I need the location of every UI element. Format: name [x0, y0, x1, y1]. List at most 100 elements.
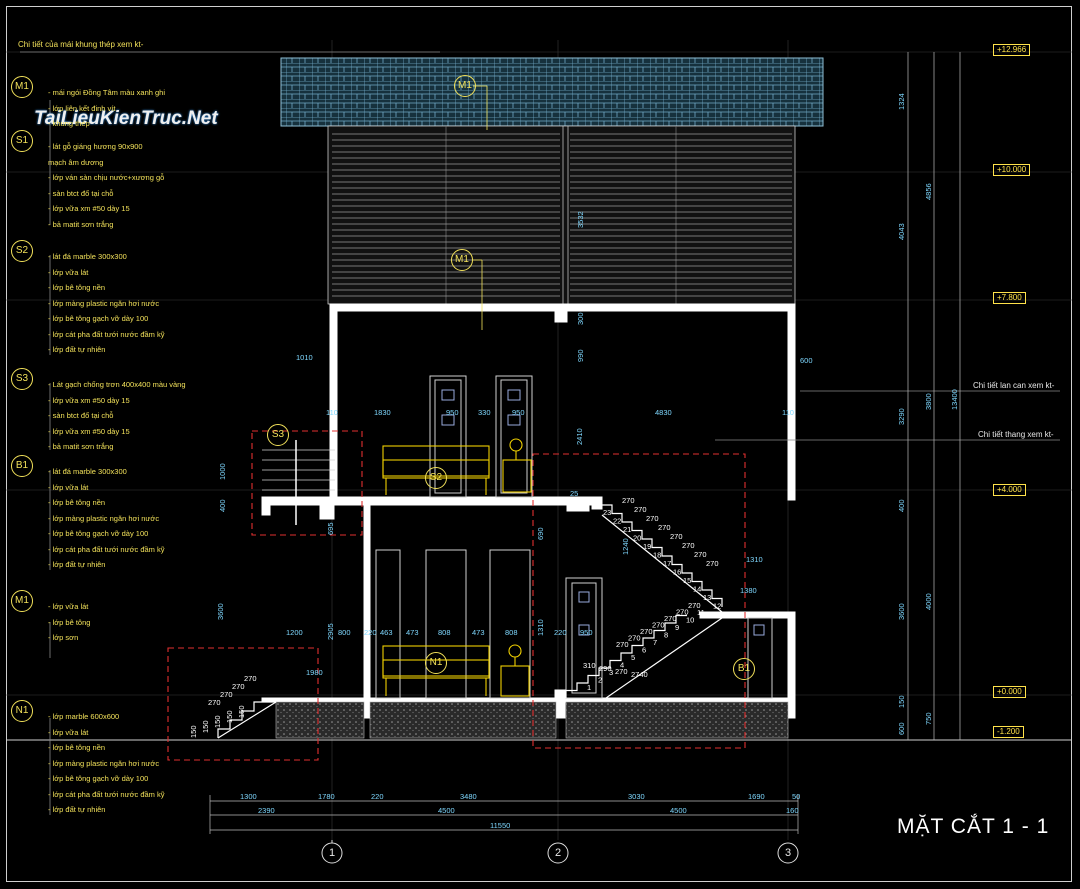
- stair-step-number: 5: [631, 653, 635, 662]
- stair-step-number: 11: [697, 608, 705, 617]
- upper-dimension: 110: [782, 408, 794, 417]
- grid-axis-1: 1: [329, 847, 336, 859]
- grid-axis-2: 2: [555, 847, 562, 859]
- stair-step-number: 3: [609, 668, 613, 677]
- section-tag-ground-room: N1: [425, 652, 447, 674]
- layer-line: - lát đá marble 300x300: [48, 467, 127, 476]
- right-dimension-lines: [907, 52, 961, 740]
- stair-step-number: 12: [713, 602, 721, 611]
- ground-fill-mid: [369, 701, 557, 739]
- stair-step-number: 9: [675, 623, 679, 632]
- slab-beam-1: [319, 504, 335, 520]
- stair-step-number: 20: [633, 534, 641, 543]
- stair-step-number: 1: [587, 683, 591, 692]
- floor-slab-right: [591, 496, 603, 510]
- entry-stair-profile: [217, 701, 276, 738]
- bottom-dimension: 3480: [460, 792, 477, 801]
- section-tag-wall: M1: [451, 249, 473, 271]
- left-dimension: 400: [218, 499, 227, 512]
- stair-step-dimension: 270: [694, 550, 707, 559]
- layer-line: - bả matit sơn trắng: [48, 442, 114, 451]
- layer-line: - lớp bê tông gạch vỡ dày 100: [48, 314, 149, 323]
- upper-dimension: 1010: [296, 353, 313, 362]
- stair-step-dimension: 310: [583, 661, 596, 670]
- grid-axis-3: 3: [785, 847, 792, 859]
- layer-line: - sàn btct đổ tại chỗ: [48, 188, 114, 198]
- layer-line: - lớp màng plastic ngăn hơi nước: [48, 758, 160, 768]
- layer-line: - Lát gạch chống trơn 400x400 màu vàng: [48, 380, 186, 389]
- stair-step-dimension: 270: [676, 608, 689, 617]
- right-total-dimension: 13400: [950, 389, 959, 410]
- layer-line: - lớp liên kết đinh vít: [48, 103, 116, 113]
- ground-fill-right: [565, 701, 789, 739]
- ground-slab: [261, 697, 796, 703]
- bottom-dimension: 160: [786, 806, 799, 815]
- layer-line: - lớp vữa xm #50 dày 15: [48, 395, 130, 405]
- level-marker: +4.000: [993, 484, 1026, 496]
- layer-tag-m1: M1: [11, 76, 33, 98]
- drawing-frame: [6, 6, 1072, 882]
- ground-dimension: 473: [472, 628, 485, 637]
- ground-dimension: 1980: [306, 668, 323, 677]
- upper-dimension: 3532: [576, 211, 585, 228]
- layer-line: - lớp bê tông nền: [48, 743, 106, 752]
- slab-beam-2: [566, 496, 590, 512]
- mid-column-top: [554, 303, 568, 323]
- entry-riser-dimension: 150: [201, 720, 210, 733]
- entry-step-dimension: 270: [244, 674, 257, 683]
- ground-dimension: 2905: [326, 623, 335, 640]
- right-upper-wall: [787, 303, 796, 501]
- bottom-dimension: 50: [792, 792, 800, 801]
- stair-step-dimension: 290: [599, 664, 612, 673]
- stair-step-number: 21: [623, 525, 631, 534]
- detail-callouts: [167, 430, 746, 761]
- layer-line: - lớp cát pha đất tưới nước đầm kỹ: [48, 544, 165, 554]
- stair-step-number: 2: [598, 676, 602, 685]
- layer-line: - lớp bê tông: [48, 617, 91, 627]
- ground-dimension: 690: [536, 527, 545, 540]
- layer-line: - lớp màng plastic ngăn hơi nước: [48, 298, 160, 308]
- stair-step-dimension: 270: [615, 667, 628, 676]
- stair-step-dimension: 270: [670, 532, 683, 541]
- roof-note: Chi tiết của mái khung thép xem kt-: [18, 40, 144, 49]
- upper-dimension: 110: [326, 408, 338, 417]
- level-marker: +10.000: [993, 164, 1031, 176]
- stair-step-dimension: 270: [706, 559, 719, 568]
- stair-step-number: 19: [643, 542, 651, 551]
- layer-line: - lớp đất tự nhiên: [48, 805, 106, 814]
- stair-step-number: 6: [642, 646, 646, 655]
- left-lower-wall: [363, 504, 371, 719]
- stair-step-number: 4: [620, 661, 624, 670]
- bottom-dimension: 220: [371, 792, 384, 801]
- layer-tag-b1: B1: [11, 455, 33, 477]
- ground-dimension: 473: [406, 628, 419, 637]
- stair-step-number: 22: [613, 517, 621, 526]
- ground-doors: [375, 549, 773, 699]
- right-dimension: 3290: [897, 408, 906, 425]
- bottom-total-dimension: 11550: [490, 821, 510, 830]
- ground-dimension: 1310: [746, 555, 763, 564]
- layer-line: - khung thép: [48, 119, 90, 128]
- entry-riser-dimension: 150: [189, 725, 198, 738]
- watermark-logo: TaiLieuKienTruc.Net: [34, 108, 218, 129]
- layer-tag-m1: M1: [11, 590, 33, 612]
- stair-step-number: 14: [693, 585, 701, 594]
- ground-dimension: 1310: [536, 619, 545, 636]
- entry-steps: [217, 701, 277, 739]
- right-dimension: 600: [897, 722, 906, 735]
- left-dimension: 1000: [218, 463, 227, 480]
- ground-dimension: 808: [505, 628, 518, 637]
- stair-step-dimension: 270: [628, 634, 641, 643]
- stair-step-dimension: 2740: [631, 670, 648, 679]
- layer-line: - bả matit sơn trắng: [48, 219, 114, 229]
- upper-dimension: 25: [570, 489, 578, 498]
- bottom-dimension: 2390: [258, 806, 275, 815]
- stair-step-number: 7: [653, 638, 657, 647]
- layer-tag-s3: S3: [11, 368, 33, 390]
- layer-line: - lớp bê tông nền: [48, 283, 106, 292]
- upper-doors: [429, 375, 533, 498]
- layer-line: - mái ngói Đồng Tâm màu xanh ghi: [48, 88, 166, 97]
- left-dimension: 695: [326, 522, 335, 535]
